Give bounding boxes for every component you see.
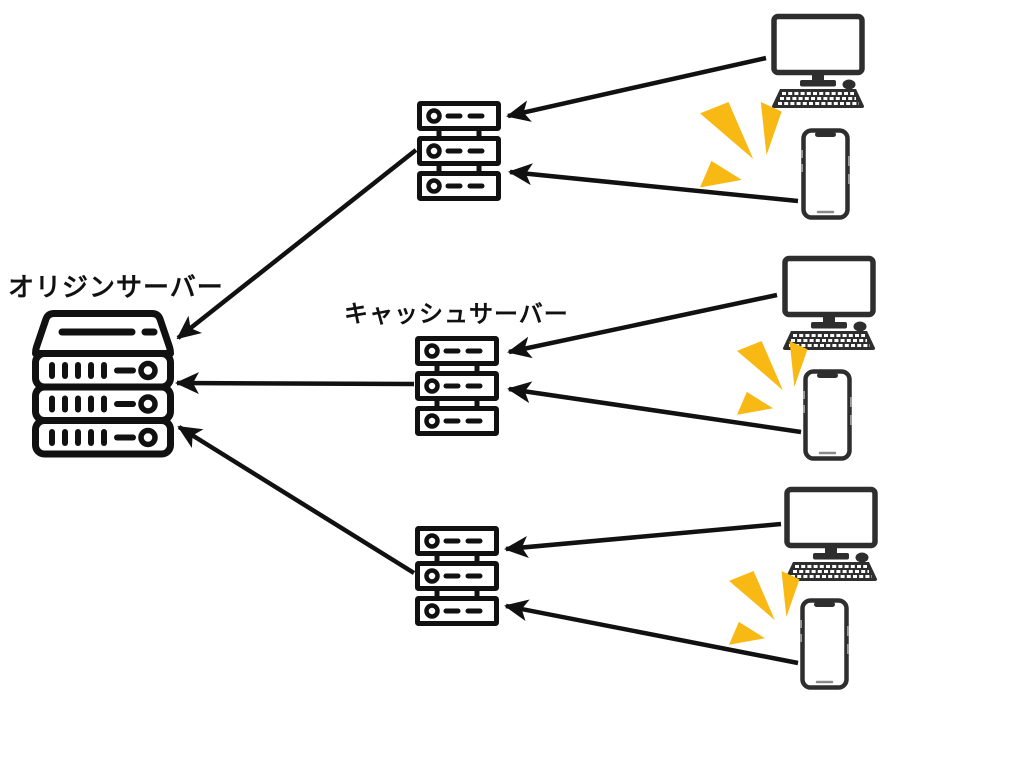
arrow-cache1-to-origin: [176, 148, 418, 340]
origin-server-icon: [36, 314, 171, 455]
cache-server-icon-2: [418, 339, 497, 434]
smartphone-icon-3: [800, 601, 849, 688]
arrow-desktop1-to-cache1: [506, 55, 767, 122]
arrow-smartphone3-to-cache3: [504, 599, 799, 666]
desktop-computer-icon-3: [785, 490, 877, 582]
cache-server-icon-1: [420, 104, 499, 199]
arrows-layer: [175, 55, 802, 666]
flash-emphasis-icon-2: [737, 341, 808, 415]
arrow-smartphone2-to-cache2: [507, 381, 802, 435]
flash-emphasis-icon-3: [729, 571, 800, 645]
flash-emphasis-icon-1: [700, 102, 782, 188]
arrow-cache2-to-origin: [175, 372, 415, 395]
arrow-smartphone1-to-cache1: [508, 163, 799, 204]
desktop-computer-icon-2: [783, 259, 875, 351]
arrow-cache3-to-origin: [177, 425, 416, 575]
arrow-desktop3-to-cache3: [504, 521, 782, 558]
arrow-desktop2-to-cache2: [507, 292, 778, 359]
smartphone-icon-1: [801, 131, 850, 218]
origin-server-label: オリジンサーバー: [8, 273, 224, 303]
cache-server-label: キャッシュサーバー: [344, 300, 569, 328]
cache-server-icon-3: [418, 529, 497, 624]
smartphone-icon-2: [803, 372, 852, 459]
desktop-computer-icon-1: [772, 17, 864, 109]
